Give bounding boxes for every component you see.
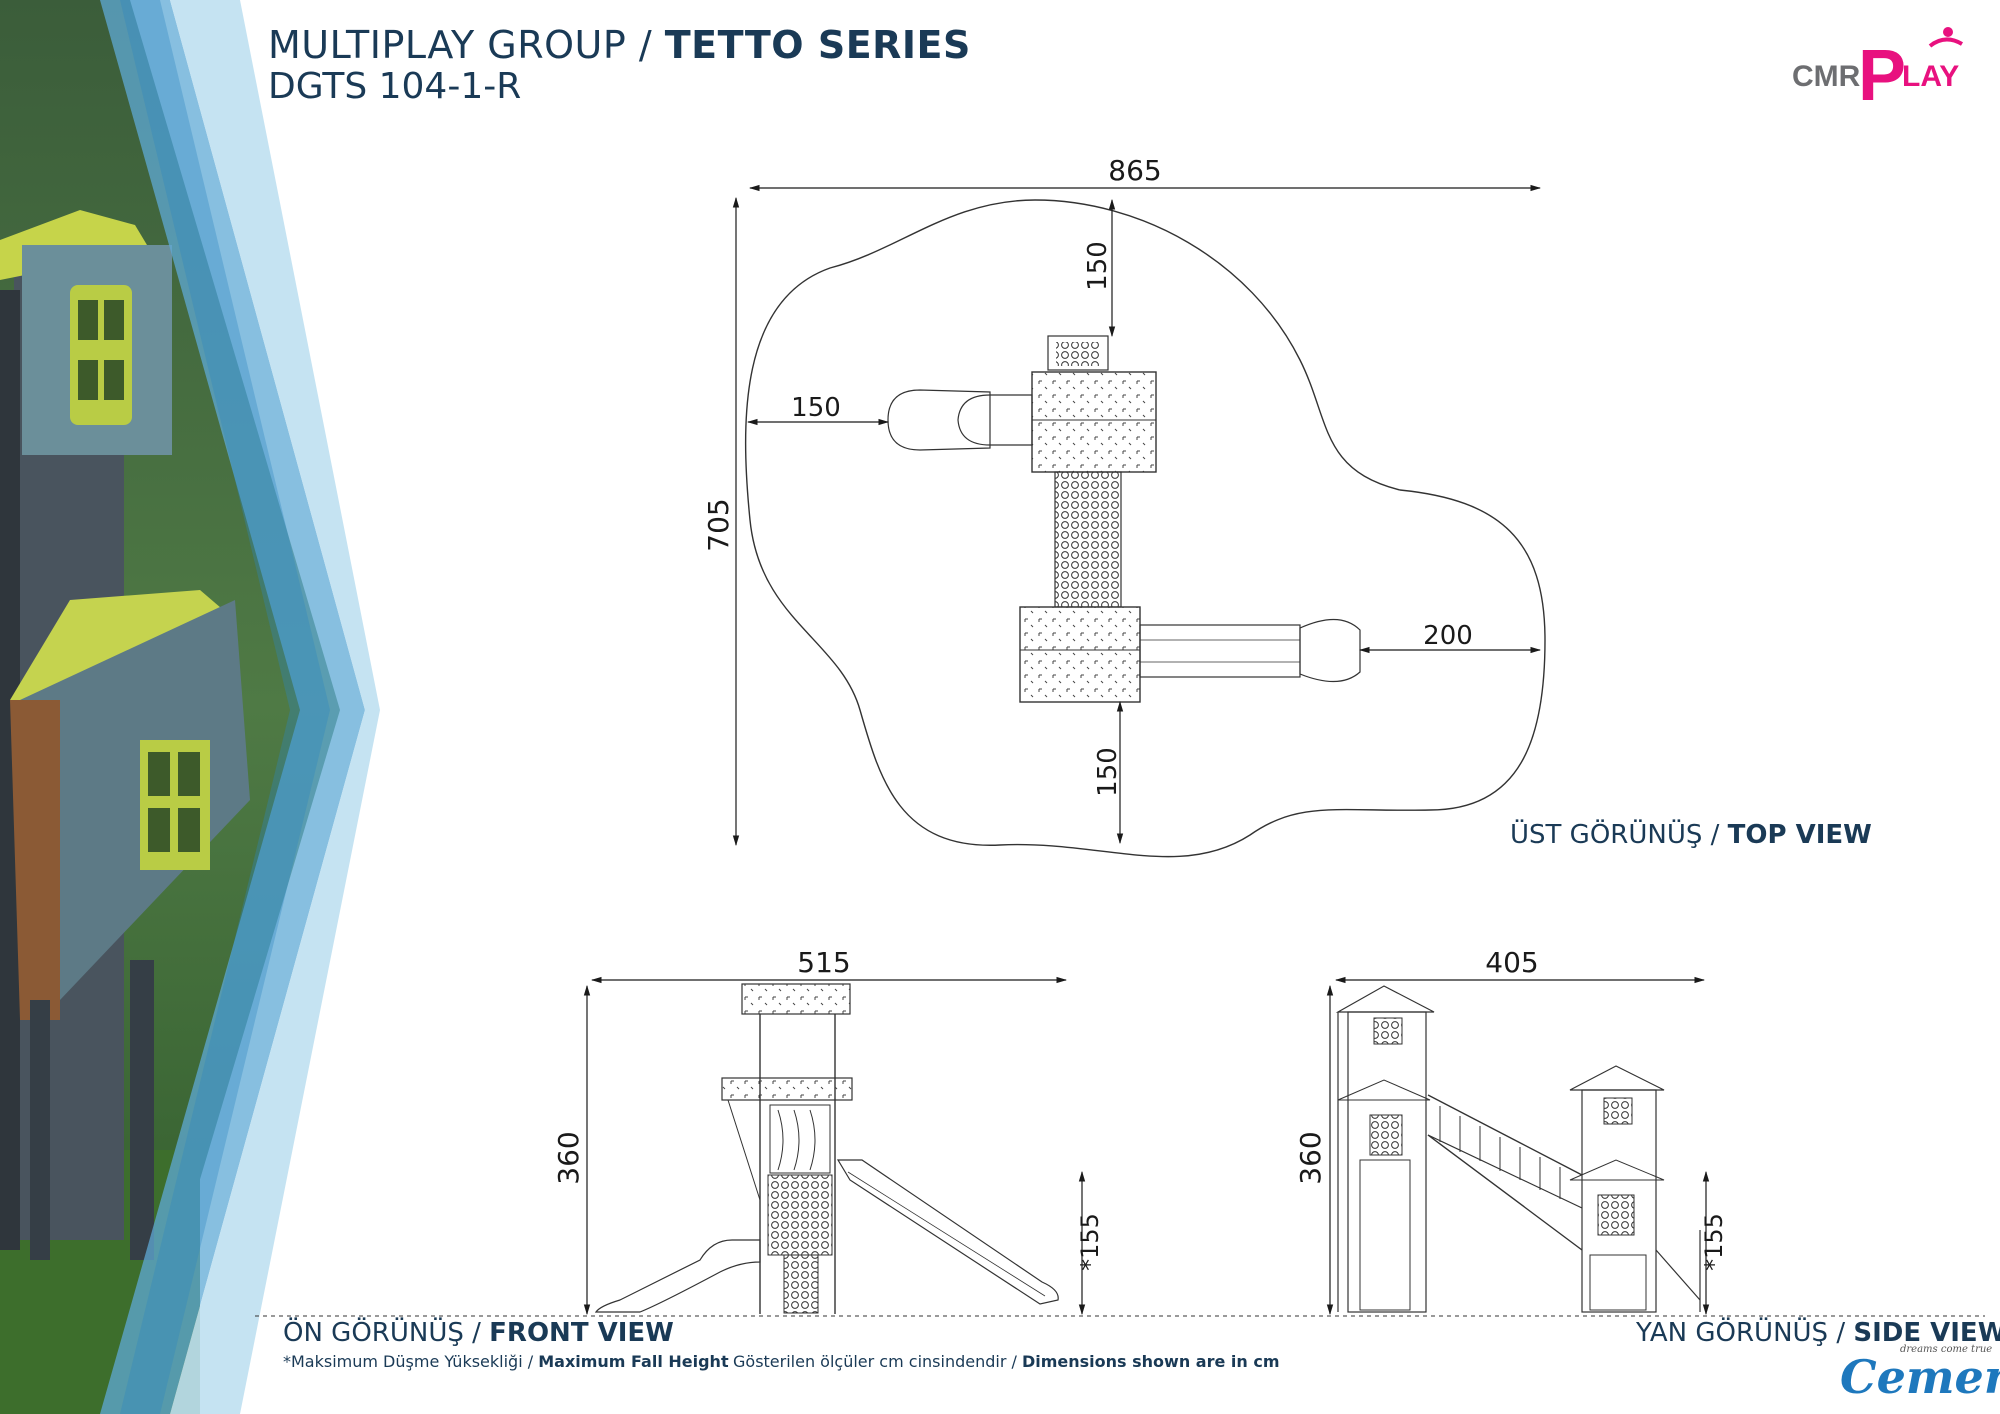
top-view-label: ÜST GÖRÜNÜŞ / TOP VIEW [1510, 820, 1872, 850]
top-view-label-tr: ÜST GÖRÜNÜŞ / [1510, 820, 1728, 850]
top-clearance-bottom-dim: 150 [1093, 747, 1123, 797]
product-code: DGTS 104-1-R [268, 66, 522, 107]
side-view-label: YAN GÖRÜNÜŞ / SIDE VIEW [1636, 1318, 2000, 1348]
side-fall-height-dim: *155 [1700, 1213, 1728, 1271]
side-view-drawing: 405 360 *155 [1294, 946, 1728, 1316]
top-view-drawing: 865 705 150 150 200 150 [702, 154, 1546, 858]
fall-height-note: *Maksimum Düşme Yüksekliği / Maximum Fal… [283, 1352, 729, 1371]
side-height-dim: 360 [1294, 1131, 1327, 1184]
cmr-play-logo: CMR P LAY [1792, 27, 1964, 108]
logo-prefix: CMR [1792, 60, 1861, 93]
series-label: TETTO SERIES [664, 23, 971, 67]
cemer-logo: dreams come true Cemer [1840, 1344, 2000, 1404]
top-clearance-left-dim: 150 [791, 393, 841, 423]
units-note-tr: Gösterilen ölçüler cm cinsindendir / [733, 1352, 1022, 1371]
side-view-label-en: SIDE VIEW [1853, 1318, 2000, 1348]
logo-suffix: LAY [1902, 60, 1959, 93]
front-width-dim: 515 [797, 946, 850, 979]
group-label: MULTIPLAY GROUP / [268, 23, 665, 67]
top-width-dim: 865 [1108, 154, 1161, 187]
safety-zone-outline [744, 199, 1546, 858]
front-view-label-en: FRONT VIEW [489, 1318, 674, 1348]
units-note-en: Dimensions shown are in cm [1021, 1352, 1280, 1371]
side-view-label-tr: YAN GÖRÜNÜŞ / [1636, 1318, 1854, 1348]
logo-p: P [1858, 36, 1906, 108]
brand-tagline: dreams come true [1900, 1344, 1993, 1355]
header-title: MULTIPLAY GROUP / TETTO SERIES [268, 22, 971, 68]
front-height-dim: 360 [552, 1131, 585, 1184]
front-view-label: ÖN GÖRÜNÜŞ / FRONT VIEW [283, 1318, 674, 1348]
logo-figure-icon [1943, 27, 1953, 37]
top-clearance-top-dim: 150 [1083, 241, 1113, 291]
fall-height-note-tr: *Maksimum Düşme Yüksekliği / [283, 1352, 539, 1371]
top-depth-dim: 705 [702, 498, 735, 551]
front-view-drawing: 515 360 *155 [552, 946, 1104, 1316]
top-clearance-right-dim: 200 [1423, 621, 1473, 651]
brand-name: Cemer [1840, 1350, 2000, 1404]
front-view-label-tr: ÖN GÖRÜNÜŞ / [283, 1318, 490, 1348]
top-view-label-en: TOP VIEW [1727, 820, 1872, 850]
side-width-dim: 405 [1485, 946, 1538, 979]
fall-height-note-en: Maximum Fall Height [538, 1352, 729, 1371]
front-fall-height-dim: *155 [1076, 1213, 1104, 1271]
units-note: Gösterilen ölçüler cm cinsindendir / Dim… [733, 1352, 1280, 1371]
product-photo [0, 0, 380, 1414]
